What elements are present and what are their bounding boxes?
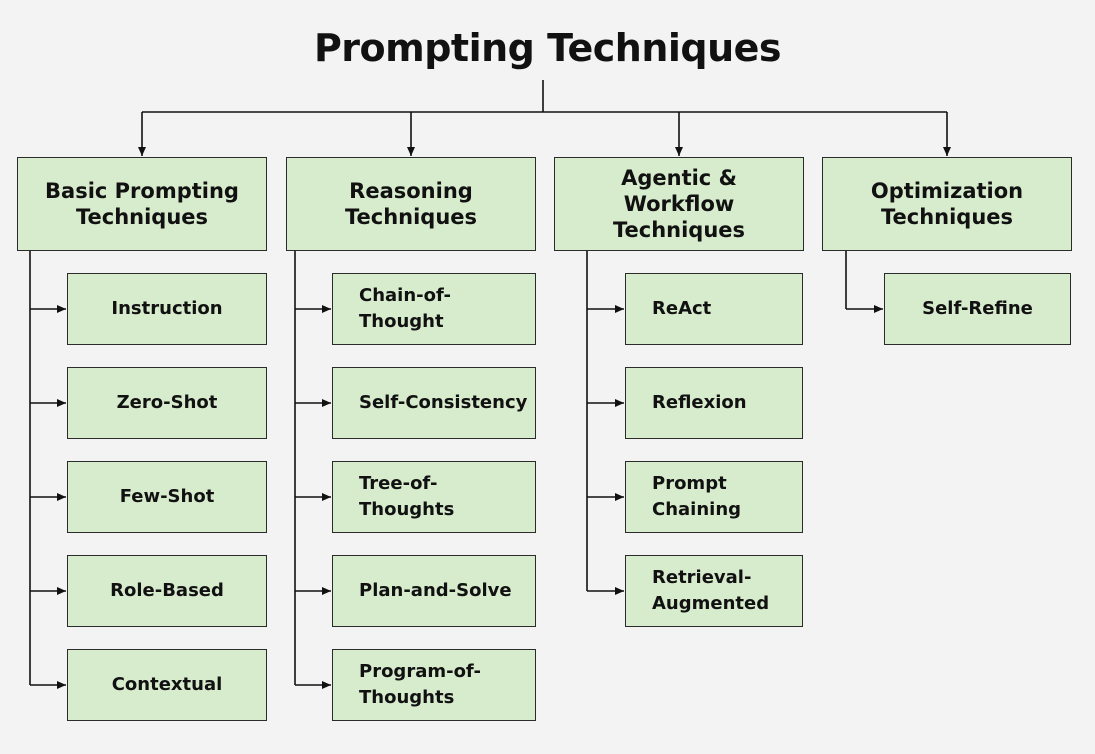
technique-few-shot: Few-Shot [67,461,267,533]
technique-label: ReAct [652,298,712,319]
technique-label: Contextual [111,674,223,695]
category-reasoning: Reasoning Techniques [286,157,536,251]
technique-label: Self-Refine [922,298,1033,319]
technique-tree-of-thoughts: Tree-of-Thoughts [332,461,536,533]
technique-label: Prompt Chaining [652,473,742,520]
technique-label: Role-Based [110,580,224,601]
technique-label: Zero-Shot [116,392,218,413]
technique-label: Tree-of-Thoughts [359,473,455,520]
category-basic-prompting: Basic Prompting Techniques [17,157,267,251]
technique-self-consistency: Self-Consistency [332,367,536,439]
category-label: Optimization Techniques [870,179,1024,229]
diagram-title: Prompting Techniques [313,26,782,70]
category-label: Agentic & Workflow Techniques [612,166,746,242]
category-label: Basic Prompting Techniques [45,179,239,229]
technique-plan-and-solve: Plan-and-Solve [332,555,536,627]
technique-reflexion: Reflexion [625,367,803,439]
technique-chain-of-thought: Chain-of-Thought [332,273,536,345]
technique-program-of-thoughts: Program-of-Thoughts [332,649,536,721]
technique-label: Reflexion [652,392,747,413]
technique-instruction: Instruction [67,273,267,345]
technique-label: Instruction [111,298,223,319]
technique-label: Self-Consistency [359,392,528,413]
technique-self-refine: Self-Refine [884,273,1071,345]
category-agentic-workflow: Agentic & Workflow Techniques [554,157,804,251]
category-label: Reasoning Techniques [344,179,478,229]
technique-label: Chain-of-Thought [359,285,451,332]
technique-retrieval-augmented: Retrieval-Augmented [625,555,803,627]
technique-label: Program-of-Thoughts [359,661,481,708]
technique-react: ReAct [625,273,803,345]
technique-role-based: Role-Based [67,555,267,627]
technique-label: Retrieval-Augmented [652,567,770,614]
technique-label: Plan-and-Solve [359,580,512,601]
technique-zero-shot: Zero-Shot [67,367,267,439]
technique-label: Few-Shot [119,486,215,507]
technique-contextual: Contextual [67,649,267,721]
technique-prompt-chaining: Prompt Chaining [625,461,803,533]
category-optimization: Optimization Techniques [822,157,1072,251]
